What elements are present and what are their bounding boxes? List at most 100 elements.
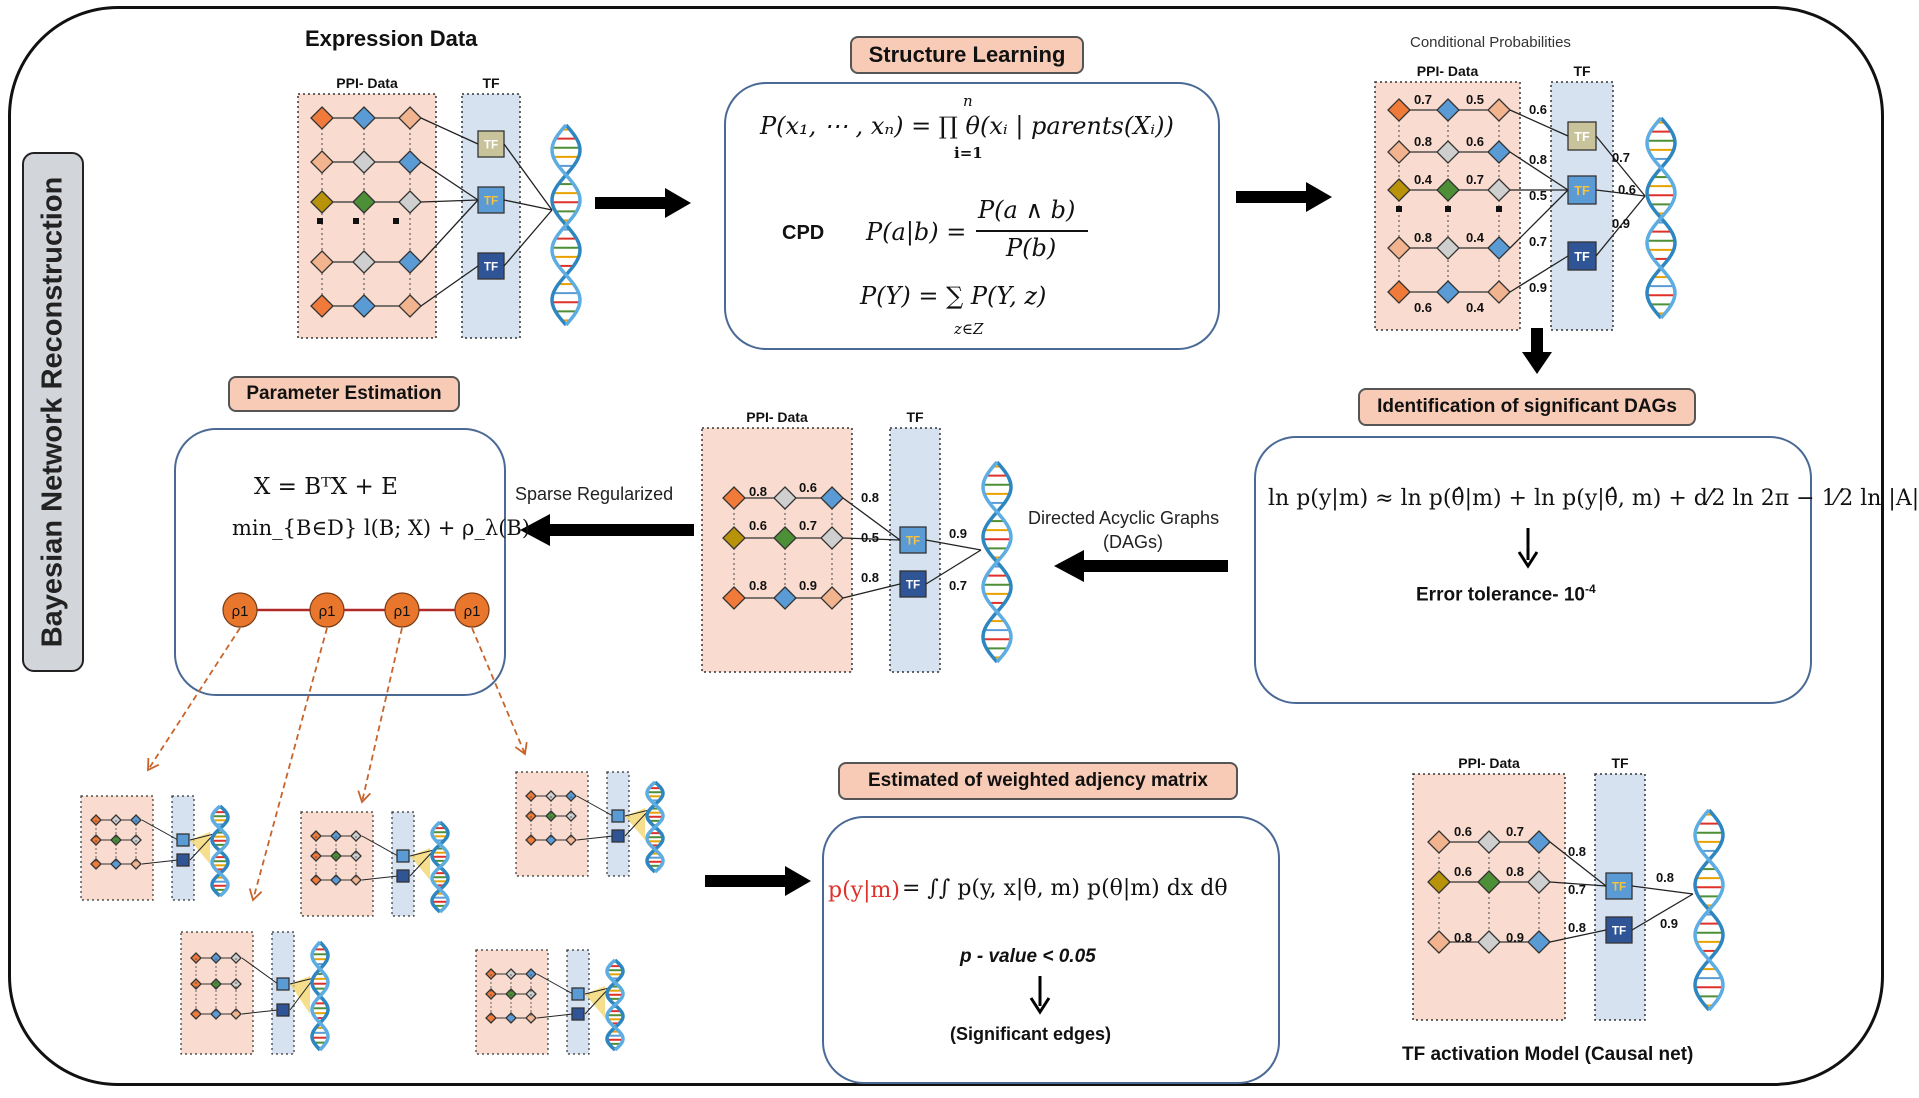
mini-protein-node <box>485 1012 497 1024</box>
parameter-node <box>454 592 490 628</box>
side-title-box <box>22 152 84 672</box>
protein-node <box>310 294 334 318</box>
parameter-node-label: ρ1 <box>319 603 336 620</box>
dna-icon <box>981 460 1013 664</box>
cpd-equation-lhs: P(a|b) = <box>866 218 967 246</box>
parameter-estimation-title: Parameter Estimation <box>228 376 460 412</box>
structure-learning-title: Structure Learning <box>850 36 1084 74</box>
regulatory-edge <box>1549 929 1607 943</box>
protein-node <box>1477 830 1501 854</box>
protein-node <box>310 250 334 274</box>
sparse-regularized-label: Sparse Regularized <box>515 484 674 504</box>
regulatory-edge <box>1509 255 1569 293</box>
parameter-node-label: ρ1 <box>394 603 411 620</box>
tf-box-label: TF <box>484 139 498 152</box>
tf-label: TF <box>482 75 500 91</box>
tf-node <box>899 526 927 554</box>
ppi-label: PPI- Data <box>746 409 808 425</box>
mini-protein-node <box>505 1012 517 1024</box>
dna-strand <box>605 958 625 1052</box>
mini-dna-icon <box>430 820 450 914</box>
tf-panel <box>1550 81 1614 331</box>
dna-strand <box>310 940 330 1052</box>
mini-protein-node <box>90 858 102 870</box>
parameter-node-label: ρ1 <box>232 603 249 620</box>
ellipsis-dot <box>1396 206 1402 212</box>
cpd-label: CPD <box>782 222 825 244</box>
mini-ppi-panel <box>475 949 549 1055</box>
weighted-adjacency-title: Estimated of weighted adjency matrix <box>838 762 1238 800</box>
ellipsis-dot <box>1496 206 1502 212</box>
regulatory-edge <box>1549 881 1607 887</box>
mini-tf-node <box>611 829 625 843</box>
tf-label: TF <box>1611 755 1629 771</box>
protein-node <box>398 106 422 130</box>
regulatory-edge <box>420 117 479 145</box>
protein-node <box>1487 98 1511 122</box>
protein-node <box>1387 140 1411 164</box>
mini-dna-icon <box>210 804 230 898</box>
dag-arrow-label-line2: (DAGs) <box>1103 532 1163 552</box>
probability-label: 0.4 <box>1466 230 1485 245</box>
regulatory-edge <box>1631 893 1694 931</box>
protein-node <box>773 586 797 610</box>
probability-label: 0.9 <box>1529 280 1547 295</box>
regulatory-edge <box>1509 109 1569 137</box>
protein-node <box>1477 930 1501 954</box>
tf-box-label: TF <box>484 195 498 208</box>
p-value-threshold: p - value < 0.05 <box>960 946 1096 967</box>
mini-regulatory-edge <box>241 957 279 985</box>
mini-tf-panel <box>566 949 590 1055</box>
mini-dna-icon <box>605 958 625 1052</box>
laplace-approximation-equation: ln p(y|m) ≈ ln p(θ̂|m) + ln p(y|θ̂, m) +… <box>1268 486 1919 511</box>
protein-node <box>722 526 746 550</box>
mini-protein-node <box>565 834 577 846</box>
tf-box-label: TF <box>1574 184 1590 198</box>
mini-tf-node <box>276 1003 290 1017</box>
protein-node <box>1487 280 1511 304</box>
probability-label: 0.6 <box>1414 300 1432 315</box>
protein-node <box>820 586 844 610</box>
probability-label: 0.8 <box>861 490 879 505</box>
mini-regulatory-edge <box>409 849 435 877</box>
protein-node <box>820 486 844 510</box>
parameter-node <box>384 592 420 628</box>
mini-highlight <box>190 832 210 864</box>
protein-node <box>352 150 376 174</box>
protein-node <box>1387 280 1411 304</box>
tf-box-label: TF <box>1612 925 1626 938</box>
mini-protein-node <box>190 1008 202 1020</box>
structure-learning-box: P(x₁, ⋯ , xₙ) = ∏ θ(xᵢ | parents(Xᵢ)) n … <box>724 82 1220 350</box>
regulatory-edge <box>925 549 982 585</box>
regulatory-edge <box>1595 135 1646 197</box>
mini-ppi-panel <box>80 795 154 901</box>
mini-tf-node <box>611 809 625 823</box>
protein-node <box>398 250 422 274</box>
probability-label: 0.6 <box>749 518 767 533</box>
protein-node <box>1427 930 1451 954</box>
outer-frame <box>8 6 1884 1086</box>
tf-label: TF <box>1573 63 1591 79</box>
probability-label: 0.6 <box>799 480 817 495</box>
mini-network-3 <box>515 771 665 877</box>
arrow-to-structure <box>595 188 691 218</box>
protein-node <box>310 190 334 214</box>
regularized-objective: min_{B∈D} l(B; X) + ρ_λ(B) <box>232 516 531 540</box>
product-upper-limit: n <box>963 92 973 110</box>
protein-node <box>310 150 334 174</box>
probability-label: 0.9 <box>1612 216 1630 231</box>
dna-icon <box>1645 116 1677 320</box>
protein-node <box>1487 140 1511 164</box>
mini-protein-node <box>230 1008 242 1020</box>
regulatory-edge <box>1595 195 1646 257</box>
expression-title: Expression Data <box>305 26 478 51</box>
probability-label: 0.7 <box>1506 824 1524 839</box>
mini-tf-panel <box>391 811 415 917</box>
probability-label: 0.8 <box>1568 844 1586 859</box>
dna-strand <box>210 804 230 898</box>
mini-regulatory-edge <box>624 809 650 817</box>
dna-strand <box>550 123 582 327</box>
